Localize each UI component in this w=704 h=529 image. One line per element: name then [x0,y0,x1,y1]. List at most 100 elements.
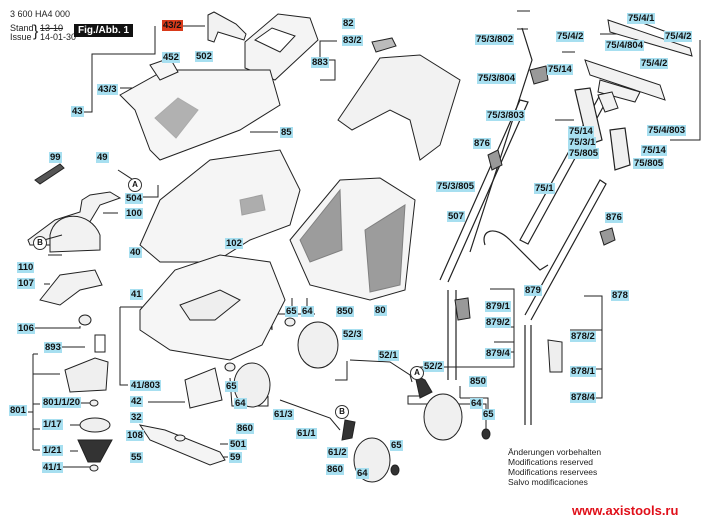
note-line: Salvo modificaciones [508,477,588,487]
part-label-878-2: 878/2 [570,331,596,342]
part-label-100: 100 [125,208,143,219]
callout-b-left: B [33,236,47,250]
part-label-850-b: 850 [469,376,487,387]
part-label-65-d: 65 [482,409,495,420]
part-label-860-a: 860 [236,423,254,434]
part-label-102: 102 [225,238,243,249]
rear-cover-883 [337,37,461,161]
part-label-75-14-a: 75/14 [547,64,573,75]
part-label-876-a: 876 [473,138,491,149]
part-label-850-a: 850 [336,306,354,317]
part-label-64-c: 64 [356,468,369,479]
stand-label: Stand [10,23,34,33]
part-label-41: 41 [130,289,143,300]
part-label-878-4: 878/4 [570,392,596,403]
part-label-878: 878 [611,290,629,301]
note-line: Änderungen vorbehalten [508,447,602,457]
part-label-61-1: 61/1 [296,428,317,439]
part-label-61-3: 61/3 [273,409,294,420]
top-housing [119,57,281,161]
part-label-43: 43 [71,106,84,117]
callout-a-left: A [128,178,142,192]
part-label-860-b: 860 [326,464,344,475]
part-label-893: 893 [44,342,62,353]
part-label-879-2: 879/2 [485,317,511,328]
part-label-61-2: 61/2 [327,447,348,458]
cover-82 [244,13,319,81]
part-label-876-b: 876 [605,212,623,223]
part-label-65-c: 65 [390,440,403,451]
part-label-55: 55 [130,452,143,463]
part-label-52-3: 52/3 [342,329,363,340]
part-label-52-2: 52/2 [423,361,444,372]
part-label-108: 108 [126,430,144,441]
handle-grip-43-2 [207,11,247,43]
part-label-879-4: 879/4 [485,348,511,359]
part-label-879-1: 879/1 [485,301,511,312]
figure-label: Fig./Abb. 1 [74,24,134,37]
part-label-52-1: 52/1 [378,350,399,361]
small-parts-right [454,149,616,373]
part-label-106: 106 [17,323,35,334]
part-label-43-2: 43/2 [162,20,183,31]
part-label-64-b: 64 [234,398,247,409]
part-label-64-d: 64 [470,398,483,409]
axles [279,359,433,441]
part-label-75-4-1: 75/4/1 [627,13,656,24]
part-label-99: 99 [49,152,62,163]
part-label-801-1-20: 801/1/20 [42,397,81,408]
part-label-75-4-2-c: 75/4/2 [640,58,669,69]
part-label-107: 107 [17,278,35,289]
part-label-42: 42 [130,396,143,407]
handle-tubes [439,27,631,425]
watermark: www.axistools.ru [572,503,679,518]
part-label-41-1: 41/1 [42,462,63,473]
part-label-32: 32 [130,412,143,423]
part-label-59: 59 [229,452,242,463]
callout-a-right: A [410,366,424,380]
part-label-41-803: 41/803 [130,380,162,391]
part-label-502: 502 [195,51,213,62]
handle-bar-assembly [529,19,693,113]
callout-b-right: B [335,405,349,419]
side-parts-left [27,163,122,306]
brace: } [33,23,39,40]
part-label-1-17: 1/17 [42,419,63,430]
part-label-40: 40 [129,247,142,258]
part-label-75-3-802: 75/3/802 [475,34,514,45]
part-label-801: 801 [9,405,27,416]
part-label-501: 501 [229,439,247,450]
lower-housing-40 [139,149,301,263]
part-label-75-1: 75/1 [534,183,555,194]
part-label-75-4-2-b: 75/4/2 [664,31,693,42]
part-label-75-3-1: 75/3/1 [568,137,597,148]
part-label-883: 883 [311,57,329,68]
part-label-75-805-a: 75/805 [568,148,600,159]
part-label-504: 504 [125,193,143,204]
part-label-1-21: 1/21 [42,445,63,456]
part-label-110: 110 [17,262,35,273]
part-label-75-14-b: 75/14 [568,126,594,137]
wheels [224,317,491,483]
part-label-878-1: 878/1 [570,366,596,377]
part-label-75-3-804: 75/3/804 [477,73,516,84]
part-label-64-a: 64 [301,306,314,317]
part-label-65-a: 65 [285,306,298,317]
deck-41 [139,254,286,361]
part-label-85: 85 [280,127,293,138]
part-label-83-2: 83/2 [342,35,363,46]
part-label-65-b: 65 [225,381,238,392]
motor-801 [64,314,113,472]
stand-value: 13-10 [40,23,64,33]
grass-box-80 [289,177,416,301]
part-label-75-4-804: 75/4/804 [605,40,644,51]
part-label-75-4-2-a: 75/4/2 [556,31,585,42]
part-label-879: 879 [524,285,542,296]
note-line: Modifications reserved [508,457,594,467]
part-label-43-3: 43/3 [97,84,118,95]
part-label-49: 49 [96,152,109,163]
blade-55 [138,367,226,466]
part-label-75-3-803: 75/3/803 [486,110,525,121]
part-label-75-4-803: 75/4/803 [647,125,686,136]
